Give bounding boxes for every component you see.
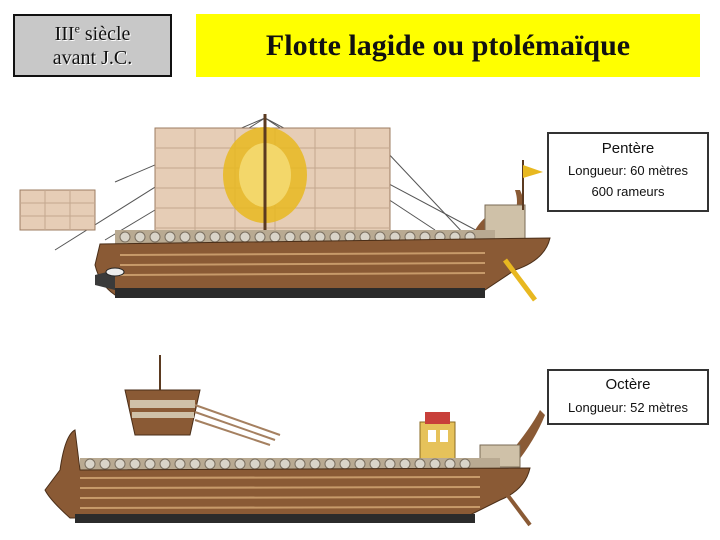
date-box: IIIe siècle avant J.C. bbox=[13, 14, 172, 77]
century-sup: e bbox=[74, 20, 80, 35]
century-word: siècle bbox=[79, 22, 131, 45]
steering-oar bbox=[503, 258, 537, 302]
century-line: IIIe siècle bbox=[55, 22, 131, 46]
octere-shields bbox=[84, 458, 471, 470]
fore-sail bbox=[19, 189, 96, 231]
octere-waterline bbox=[75, 514, 475, 523]
ship-rowers: 600 rameurs bbox=[591, 184, 665, 199]
waterline bbox=[115, 288, 485, 298]
era-line: avant J.C. bbox=[52, 46, 133, 69]
cross-section bbox=[124, 355, 281, 446]
ship-length: Longueur: 60 mètres bbox=[568, 163, 688, 178]
pentere-label: Pentère Longueur: 60 mètres 600 rameurs bbox=[547, 132, 709, 212]
ship-name: Pentère bbox=[601, 140, 655, 157]
ship-name: Octère bbox=[605, 376, 651, 393]
octere-label: Octère Longueur: 52 mètres bbox=[547, 369, 709, 425]
pentere-illustration bbox=[19, 114, 551, 302]
octere-stern bbox=[500, 410, 545, 465]
octere-illustration bbox=[44, 355, 545, 527]
octere-oar-banks bbox=[79, 476, 481, 509]
hull bbox=[94, 237, 551, 296]
octere-hull bbox=[44, 429, 531, 519]
ship-length: Longueur: 52 mètres bbox=[568, 400, 688, 415]
octere-steering-oar bbox=[498, 483, 532, 527]
century-numeral: III bbox=[54, 22, 75, 45]
eye-ornament bbox=[105, 267, 125, 277]
oar-banks bbox=[119, 252, 486, 276]
page-title: Flotte lagide ou ptolémaïque bbox=[196, 14, 700, 77]
